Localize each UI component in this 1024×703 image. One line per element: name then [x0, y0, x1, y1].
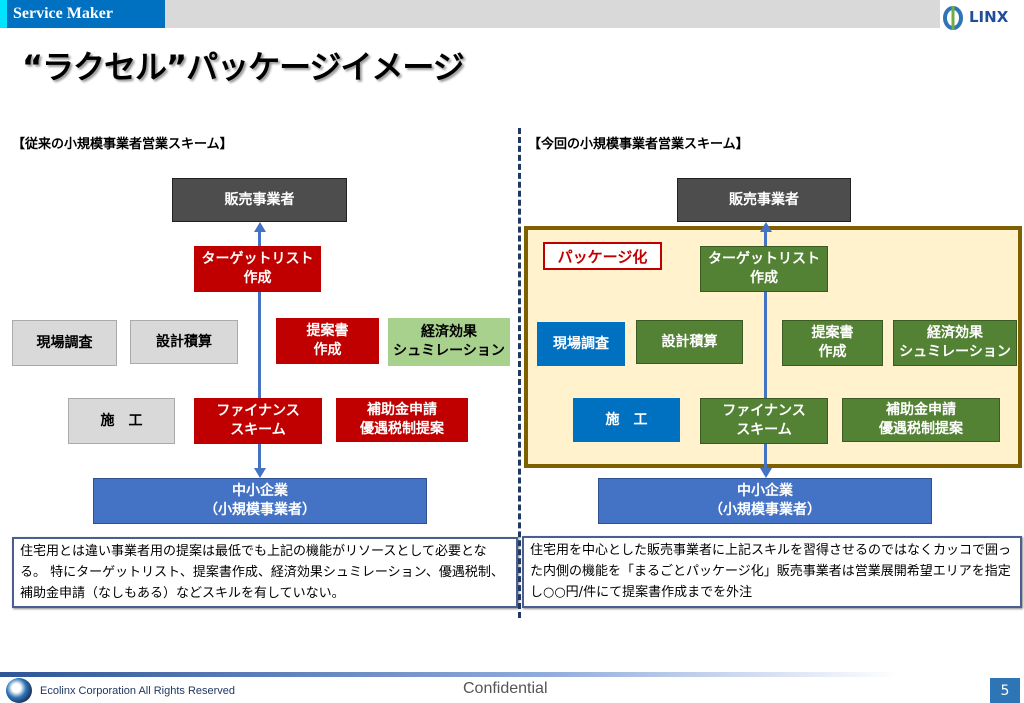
page-number: 5 [990, 678, 1020, 703]
section-divider [518, 128, 521, 618]
left-construction-box: 施 工 [68, 398, 175, 444]
right-economic-sim-box: 経済効果 シュミレーション [893, 320, 1017, 366]
right-heading: 【今回の小規模事業者営業スキーム】 [528, 137, 749, 152]
left-design-estimate-box: 設計積算 [130, 320, 238, 364]
confidential-label: Confidential [463, 680, 548, 697]
package-label: パッケージ化 [543, 242, 662, 270]
linx-logo-icon [943, 6, 963, 30]
right-subsidy-box: 補助金申請 優遇税制提案 [842, 398, 1000, 442]
right-target-list-box: ターゲットリスト 作成 [700, 246, 828, 292]
arrow-up-icon [760, 222, 772, 232]
left-heading: 【従来の小規模事業者営業スキーム】 [12, 137, 233, 152]
right-sme-box: 中小企業 （小規模事業者） [598, 478, 932, 524]
left-seller-box: 販売事業者 [172, 178, 347, 222]
right-proposal-box: 提案書 作成 [782, 320, 883, 366]
left-flow-line [258, 232, 261, 468]
left-site-survey-box: 現場調査 [12, 320, 117, 366]
logo-text: LINX [969, 8, 1009, 26]
page-title: “ラクセル”パッケージイメージ [22, 48, 465, 86]
right-seller-box: 販売事業者 [677, 178, 851, 222]
left-subsidy-box: 補助金申請 優遇税制提案 [336, 398, 468, 442]
left-target-list-box: ターゲットリスト 作成 [194, 246, 321, 292]
right-construction-box: 施 工 [573, 398, 680, 442]
copyright: Ecolinx Corporation All Rights Reserved [40, 685, 236, 697]
arrow-down-icon [254, 468, 266, 478]
ecolinx-logo-icon [6, 678, 32, 703]
footer-line [0, 672, 900, 677]
linx-logo: LINX [940, 2, 1024, 32]
arrow-up-icon [254, 222, 266, 232]
brand-label: Service Maker [0, 0, 165, 28]
right-site-survey-box: 現場調査 [537, 322, 625, 366]
left-economic-sim-box: 経済効果 シュミレーション [388, 318, 510, 366]
arrow-down-icon [760, 468, 772, 478]
left-proposal-box: 提案書 作成 [276, 318, 379, 364]
right-finance-box: ファイナンス スキーム [700, 398, 828, 444]
left-note: 住宅用とは違い事業者用の提案は最低でも上記の機能がリソースとして必要となる。 特… [12, 537, 518, 608]
right-design-estimate-box: 設計積算 [636, 320, 743, 364]
left-sme-box: 中小企業 （小規模事業者） [93, 478, 427, 524]
left-finance-box: ファイナンス スキーム [194, 398, 322, 444]
right-flow-line [764, 232, 767, 468]
right-note: 住宅用を中心とした販売事業者に上記スキルを習得させるのではなくカッコで囲った内側… [522, 536, 1022, 608]
